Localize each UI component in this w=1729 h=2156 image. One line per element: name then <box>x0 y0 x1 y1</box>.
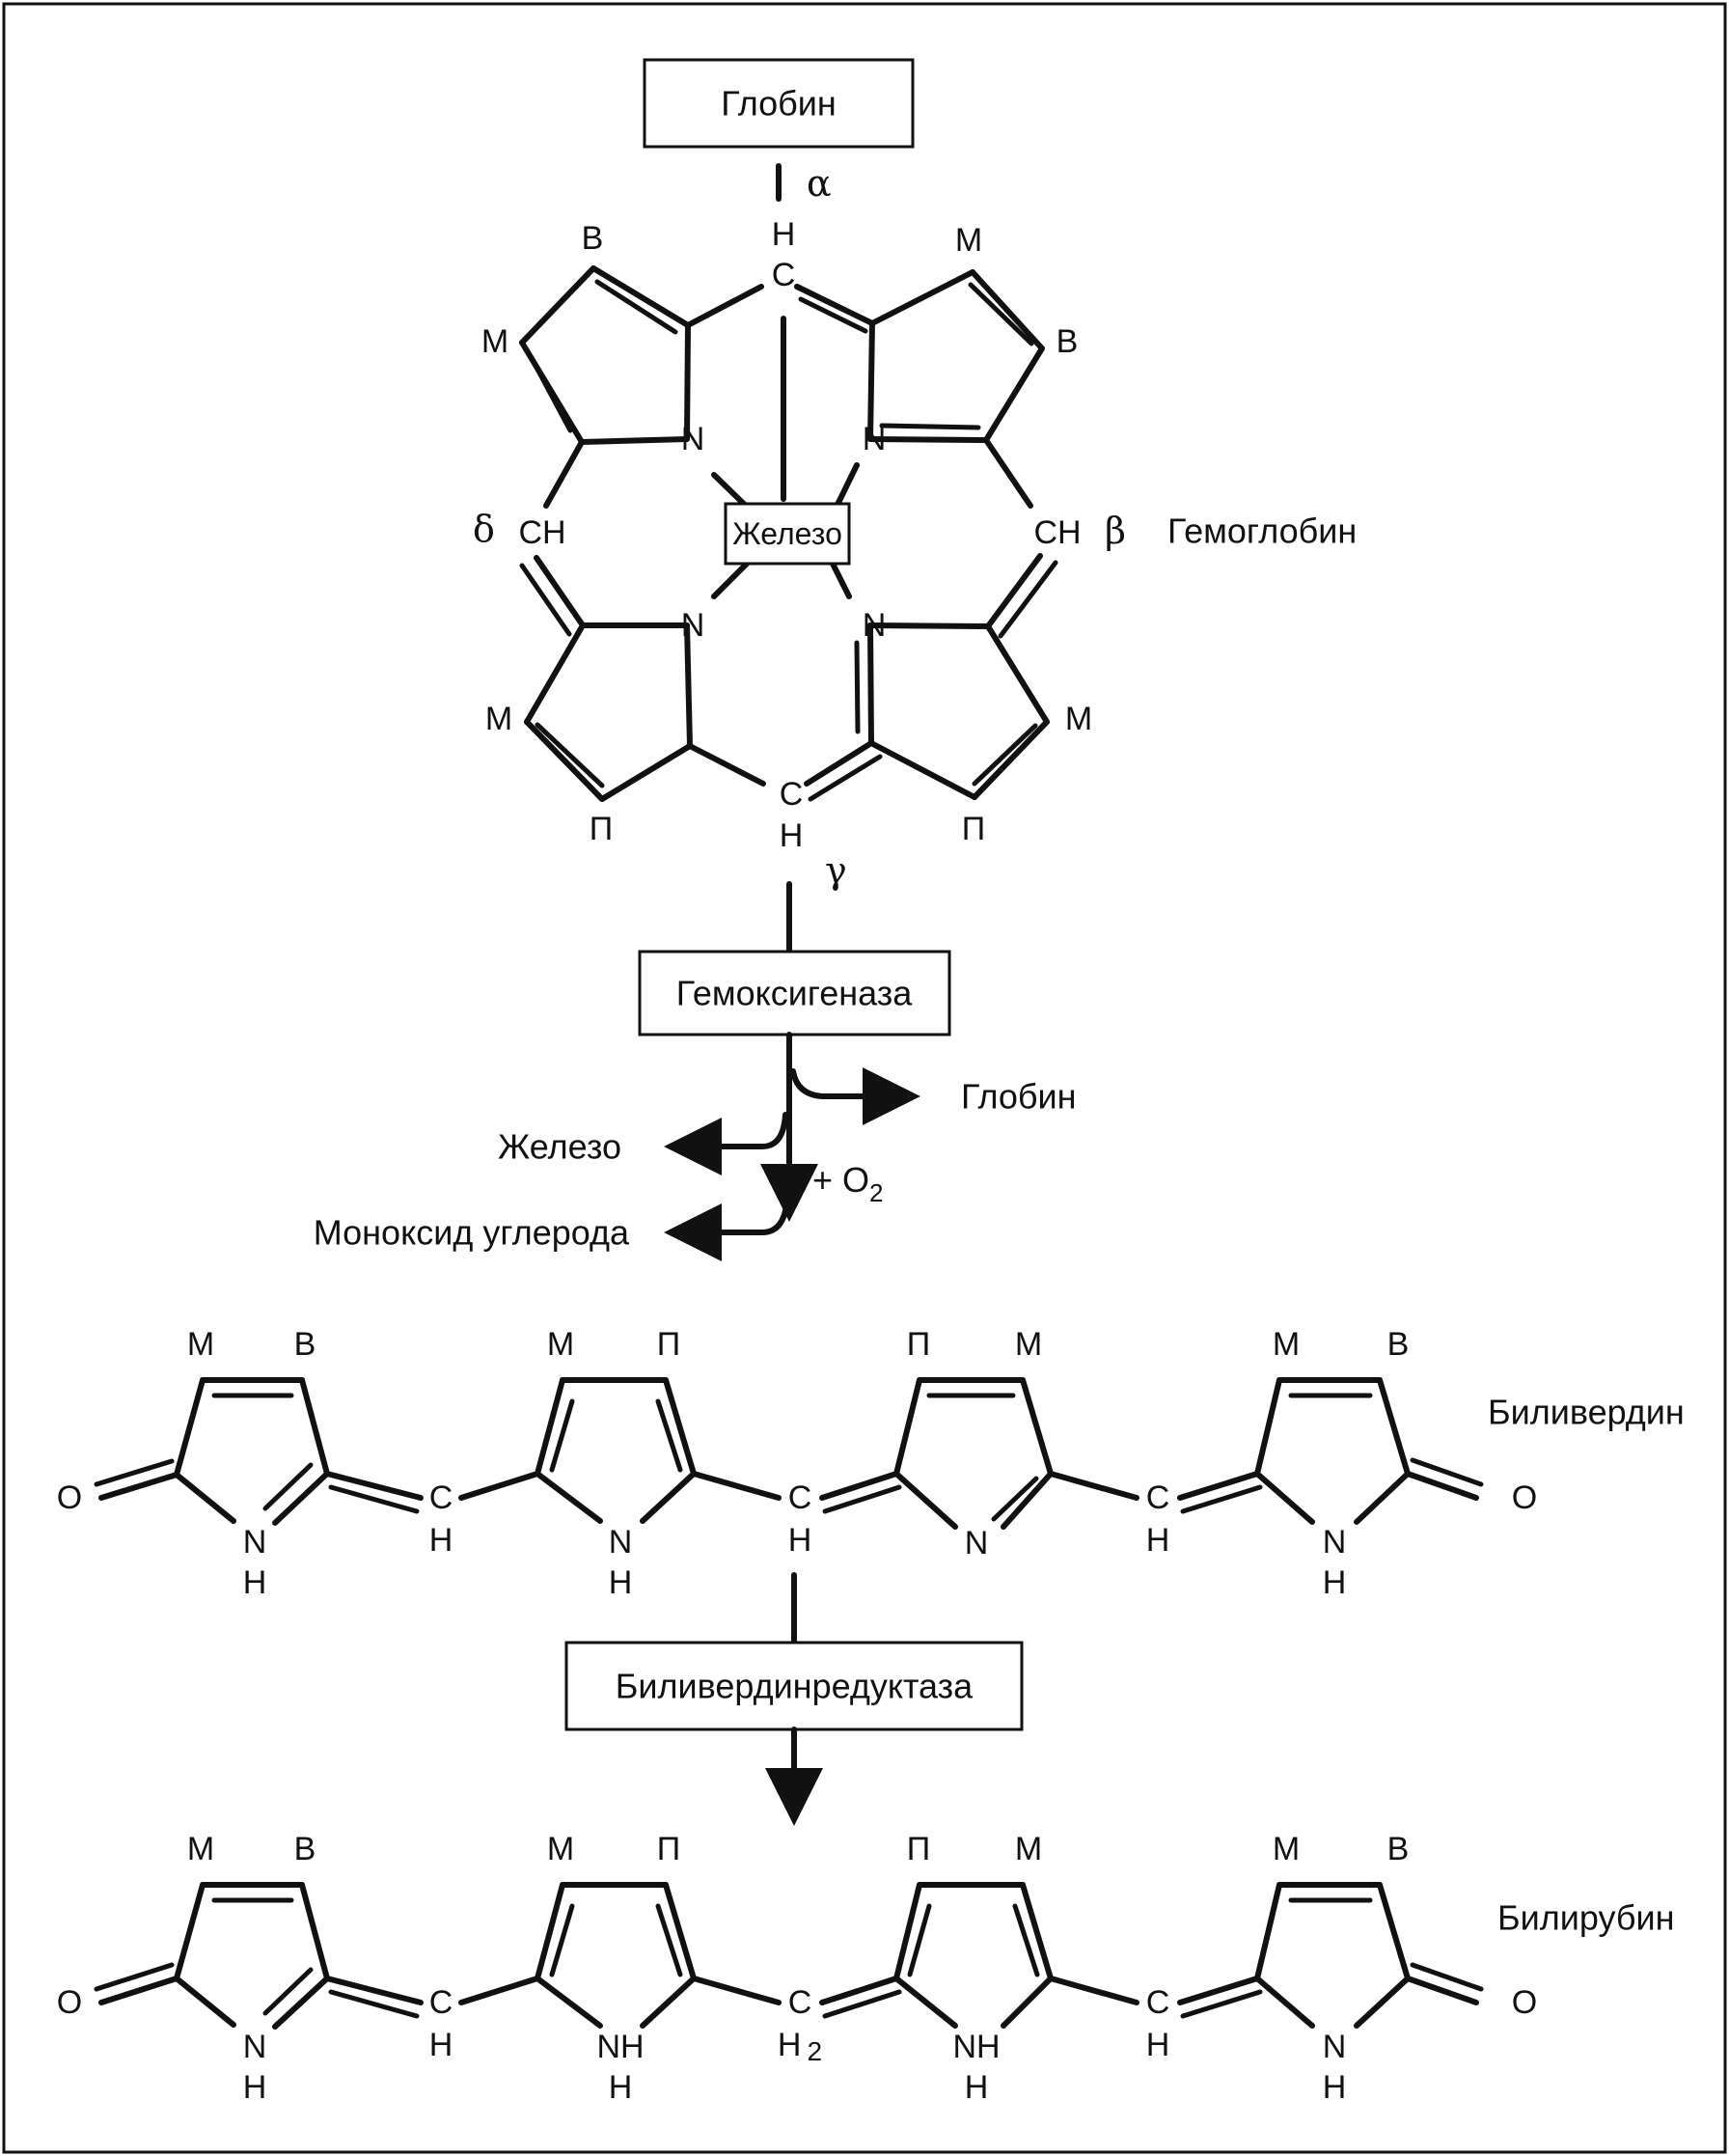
biliverdin-c3: C <box>1146 1479 1170 1516</box>
hemoxygenase-box: Гемоксигеназа <box>638 950 951 1037</box>
heme-sub-m4: М <box>1065 701 1092 737</box>
gamma-c: C <box>780 776 804 813</box>
biliverdin-o-right: O <box>1512 1479 1537 1516</box>
bilirubin-sub-v2: В <box>1387 1831 1410 1867</box>
delta-label: δ <box>473 508 495 550</box>
bilirubin-c2: C <box>788 1984 812 2021</box>
bilirubin-c3-h: H <box>1146 2027 1170 2063</box>
bilirubin-o-right: O <box>1512 1984 1537 2021</box>
bilirubin-c1-h: H <box>429 2027 453 2063</box>
co-release-arrow <box>664 1194 790 1261</box>
biliverdin-sub-v2: В <box>1387 1326 1410 1363</box>
oxygen-label: + O2 <box>812 1160 884 1208</box>
co-product-label: Моноксид углерода <box>314 1213 630 1253</box>
bilirubin-nh-a: N <box>243 2029 267 2065</box>
bilirubin-sub-m3: М <box>1015 1831 1042 1867</box>
bilirubin-c3: C <box>1146 1984 1170 2021</box>
heme-sub-m2: М <box>955 222 982 259</box>
bilirubin-nh-a-h: H <box>243 2069 267 2106</box>
biliverdin-sub-p2: П <box>907 1326 930 1363</box>
bilirubin-sub-p1: П <box>657 1831 680 1867</box>
heme-sub-v2: В <box>1057 323 1079 360</box>
beta-ch: CH <box>1033 514 1081 551</box>
delta-ch: CH <box>518 514 565 551</box>
biliverdin-sub-m4: М <box>1273 1326 1300 1363</box>
alpha-h: H <box>772 216 796 253</box>
gamma-h: H <box>780 817 804 854</box>
biliverdin-nh-b: N <box>609 1524 633 1561</box>
bilirubin-sub-m2: М <box>547 1831 574 1867</box>
biliverdin-sub-m3: М <box>1015 1326 1042 1363</box>
globin-box: Глобин <box>643 58 915 149</box>
bilirubin-nh-c: NH <box>952 2029 1000 2065</box>
heme-sub-m3: М <box>485 701 512 737</box>
biliverdin-o-left: O <box>57 1479 82 1516</box>
biliverdin-structure: O N H C H N H C H N C H N H O М В М П П … <box>57 1326 1537 1601</box>
biliverdin-label: Биливердин <box>1488 1393 1685 1432</box>
heme-n-topleft: N <box>681 421 705 457</box>
alpha-c: C <box>772 257 796 293</box>
bilirubin-o-left: O <box>57 1984 82 2021</box>
hemoxygenase-label: Гемоксигеназа <box>676 974 914 1013</box>
alpha-label: α <box>807 162 832 205</box>
biliverdin-c2-h: H <box>788 1522 812 1559</box>
iron-release-arrow <box>664 1112 788 1175</box>
bilirubin-sub-m1: М <box>187 1831 214 1867</box>
biliverdin-sub-v1: В <box>294 1326 316 1363</box>
biliverdin-sub-m1: М <box>187 1326 214 1363</box>
heme-n-bottomright: N <box>863 607 887 644</box>
heme-sub-p1: П <box>590 811 613 847</box>
biliverdin-c2: C <box>788 1479 812 1516</box>
iron-box-label: Железо <box>732 516 842 551</box>
bilirubin-sub-v1: В <box>294 1831 316 1867</box>
bilirubin-nh-c-h: H <box>965 2069 989 2106</box>
biliverdin-sub-p1: П <box>657 1326 680 1363</box>
hemoglobin-label: Гемоглобин <box>1167 511 1357 551</box>
biliverdin-c3-h: H <box>1146 1522 1170 1559</box>
heme-sub-v1: В <box>582 220 604 257</box>
heme-n-bottomleft: N <box>681 607 705 644</box>
biliverdin-sub-m2: М <box>547 1326 574 1363</box>
globin-product-label: Глобин <box>961 1077 1077 1117</box>
bilirubin-nh-b-h: H <box>609 2069 633 2106</box>
biliverdin-n-c: N <box>965 1525 989 1562</box>
biliverdin-nh-d-h: H <box>1323 1564 1347 1601</box>
gamma-label: γ <box>825 849 847 892</box>
beta-label: β <box>1105 510 1126 552</box>
heme-structure: Железо N N N N H C CH CH C H δ β γ В М М… <box>473 216 1126 892</box>
globin-box-label: Глобин <box>721 84 837 124</box>
bilirubin-nh-b: NH <box>596 2029 644 2065</box>
heme-sub-p2: П <box>962 811 985 847</box>
biliverdin-c1: C <box>429 1479 453 1516</box>
bilirubin-nh-d: N <box>1323 2029 1347 2065</box>
bilirubin-nh-d-h: H <box>1323 2069 1347 2106</box>
heme-n-topright: N <box>863 421 887 457</box>
iron-product-label: Железо <box>498 1127 621 1167</box>
biliverdin-nh-d: N <box>1323 1524 1347 1561</box>
bilirubin-sub-m4: М <box>1273 1831 1300 1867</box>
biliverdin-reductase-label: Биливердинредуктаза <box>616 1667 974 1706</box>
bilirubin-sub-p2: П <box>907 1831 930 1867</box>
biliverdin-nh-a: N <box>243 1524 267 1561</box>
bilirubin-label: Билирубин <box>1497 1898 1674 1938</box>
biliverdin-nh-a-h: H <box>243 1564 267 1601</box>
bilirubin-c1: C <box>429 1984 453 2021</box>
heme-sub-m1: М <box>481 323 508 360</box>
biliverdin-nh-b-h: H <box>609 1564 633 1601</box>
biliverdin-reductase-box: Биливердинредуктаза <box>564 1641 1024 1731</box>
biliverdin-c1-h: H <box>429 1522 453 1559</box>
globin-release-arrow <box>790 1067 920 1125</box>
